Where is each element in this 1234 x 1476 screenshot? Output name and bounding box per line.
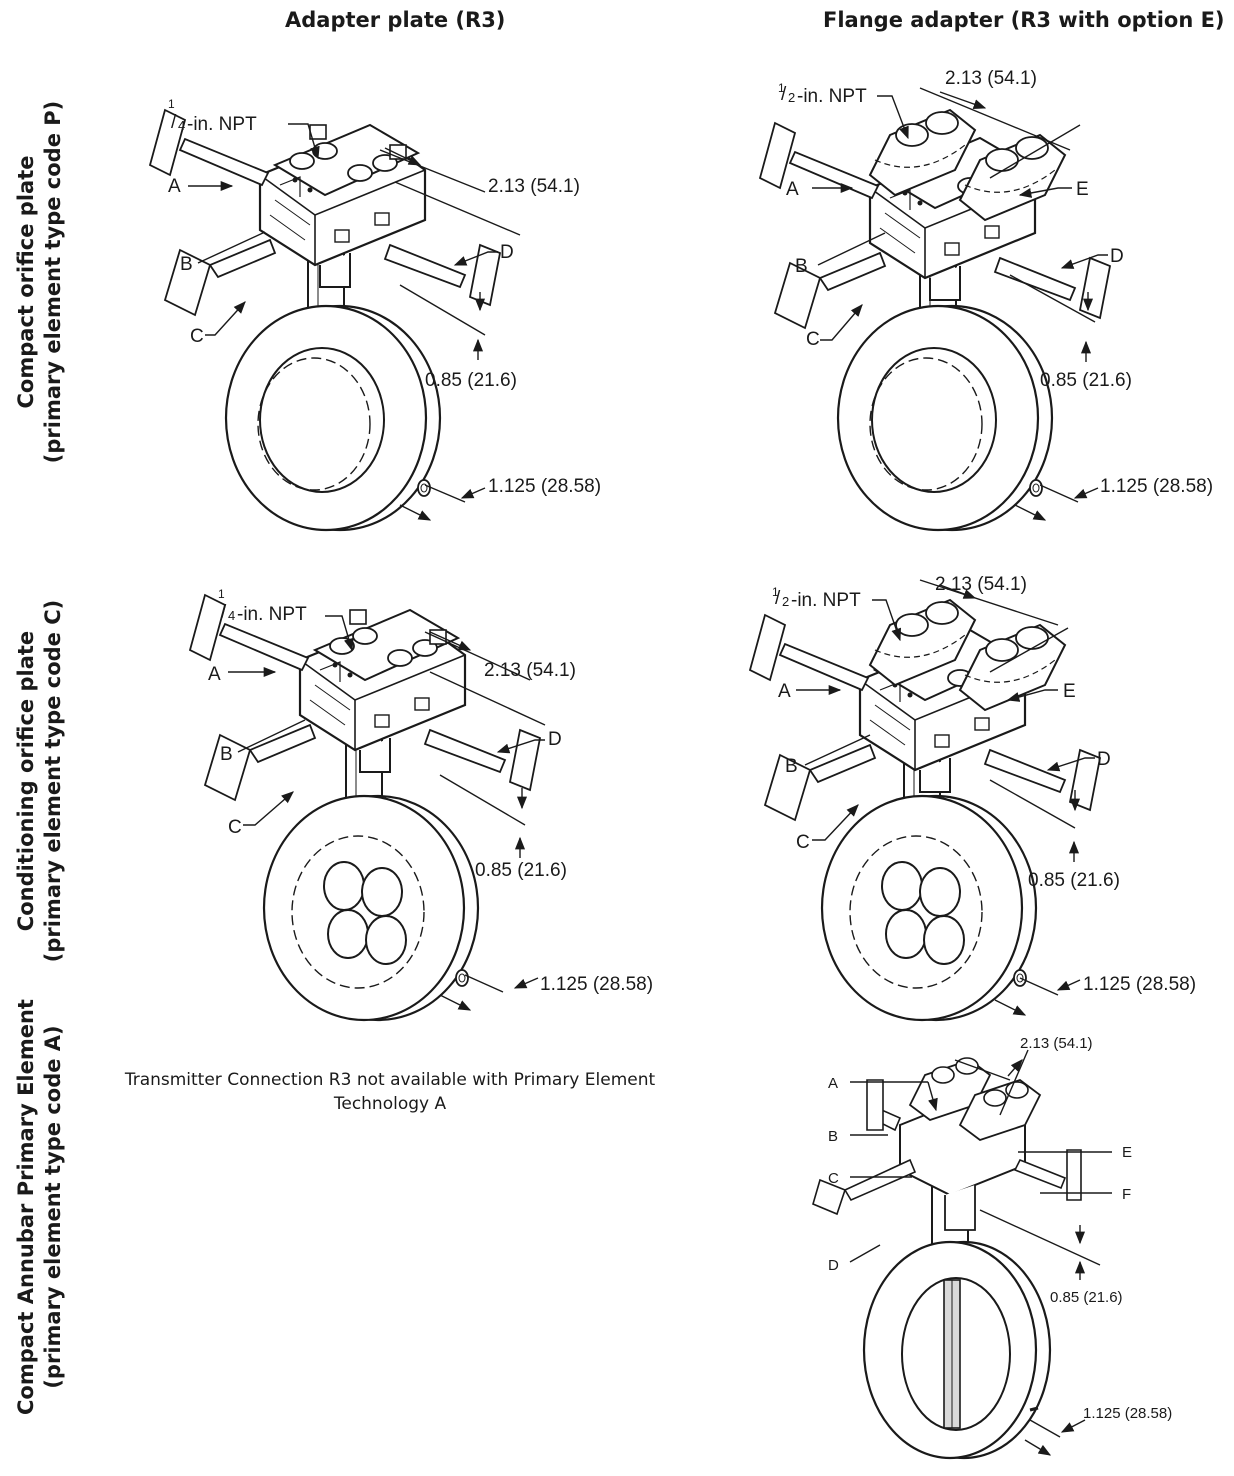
callout-d-r2r: D: [1097, 749, 1111, 770]
callout-e-r3r: E: [1122, 1144, 1132, 1161]
npt-num-r1l: 1: [168, 97, 175, 111]
dim-thickness-r1l: 1.125 (28.58): [488, 476, 601, 497]
dim-offset-r1l: 0.85 (21.6): [425, 370, 517, 391]
callout-a-r1l: A: [168, 176, 181, 197]
column-heading-flange-adapter: Flange adapter (R3 with option E): [823, 8, 1225, 32]
dim-thickness-r2l: 1.125 (28.58): [540, 974, 653, 995]
callout-d-r2l: D: [548, 729, 562, 750]
callout-b-r2r: B: [785, 756, 798, 777]
callout-c-r2l: C: [228, 817, 242, 838]
not-available-note: Transmitter Connection R3 not available …: [124, 1070, 656, 1114]
callout-c-r2r: C: [796, 832, 810, 853]
dim-thickness-r2r: 1.125 (28.58): [1083, 974, 1196, 995]
compact-orifice-adapter-drawing: [148, 108, 502, 532]
dim-thickness-r1r: 1.125 (28.58): [1100, 476, 1213, 497]
npt-num-r1r: 1: [778, 81, 785, 95]
npt-slash-r1l: /: [171, 112, 177, 133]
dim-width-r2r: 2.13 (54.1): [935, 574, 1027, 595]
callout-b-r2l: B: [220, 744, 233, 765]
npt-den-r2r: 2: [782, 594, 789, 609]
callout-a-r3r: A: [828, 1075, 838, 1092]
callout-e-r2r: E: [1063, 681, 1076, 702]
callout-a-r1r: A: [786, 179, 799, 200]
npt-num-r2r: 1: [772, 585, 779, 599]
conditioning-orifice-adapter-drawing: [188, 593, 542, 1022]
npt-slash-r2r: /: [775, 588, 781, 609]
dim-width-r3r: 2.13 (54.1): [1020, 1035, 1093, 1052]
callout-e-r1r: E: [1076, 179, 1089, 200]
dim-width-r1r: 2.13 (54.1): [945, 68, 1037, 89]
npt-slash-r1r: /: [781, 84, 787, 105]
annubar-flange-drawing: [812, 1057, 1082, 1460]
dim-offset-r1r: 0.85 (21.6): [1040, 370, 1132, 391]
npt-label-r1r: -in. NPT: [797, 86, 867, 107]
column-heading-adapter-plate: Adapter plate (R3): [285, 8, 506, 32]
callout-b-r1l: B: [180, 254, 193, 275]
callout-d-r3r: D: [828, 1257, 839, 1274]
npt-num-r2l: 1: [218, 587, 225, 601]
npt-label-r2r: -in. NPT: [791, 590, 861, 611]
dim-width-r2l: 2.13 (54.1): [484, 660, 576, 681]
callout-b-r3r: B: [828, 1128, 838, 1145]
callout-f-r3r: F: [1122, 1186, 1131, 1203]
npt-den-r2l: 4: [228, 608, 235, 623]
dim-thickness-r3r: 1.125 (28.58): [1083, 1405, 1172, 1422]
callout-a-r2l: A: [208, 664, 221, 685]
npt-label-r2l: -in. NPT: [237, 604, 307, 625]
dim-offset-r2r: 0.85 (21.6): [1028, 870, 1120, 891]
callout-c-r1r: C: [806, 329, 820, 350]
compact-orifice-flange-drawing: [758, 109, 1112, 532]
callout-a-r2r: A: [778, 681, 791, 702]
npt-label-r1l: -in. NPT: [187, 114, 257, 135]
npt-den-r1r: 2: [788, 90, 795, 105]
dim-offset-r3r: 0.85 (21.6): [1050, 1289, 1123, 1306]
callout-d-r1r: D: [1110, 246, 1124, 267]
conditioning-orifice-flange-drawing: [748, 599, 1102, 1022]
npt-slash-r2l: /: [221, 602, 227, 623]
npt-den-r1l: 4: [178, 118, 185, 133]
dim-offset-r2l: 0.85 (21.6): [475, 860, 567, 881]
callout-d-r1l: D: [500, 242, 514, 263]
callout-b-r1r: B: [795, 256, 808, 277]
dim-width-r1l: 2.13 (54.1): [488, 176, 580, 197]
callout-c-r3r: C: [828, 1170, 839, 1187]
callout-c-r1l: C: [190, 326, 204, 347]
